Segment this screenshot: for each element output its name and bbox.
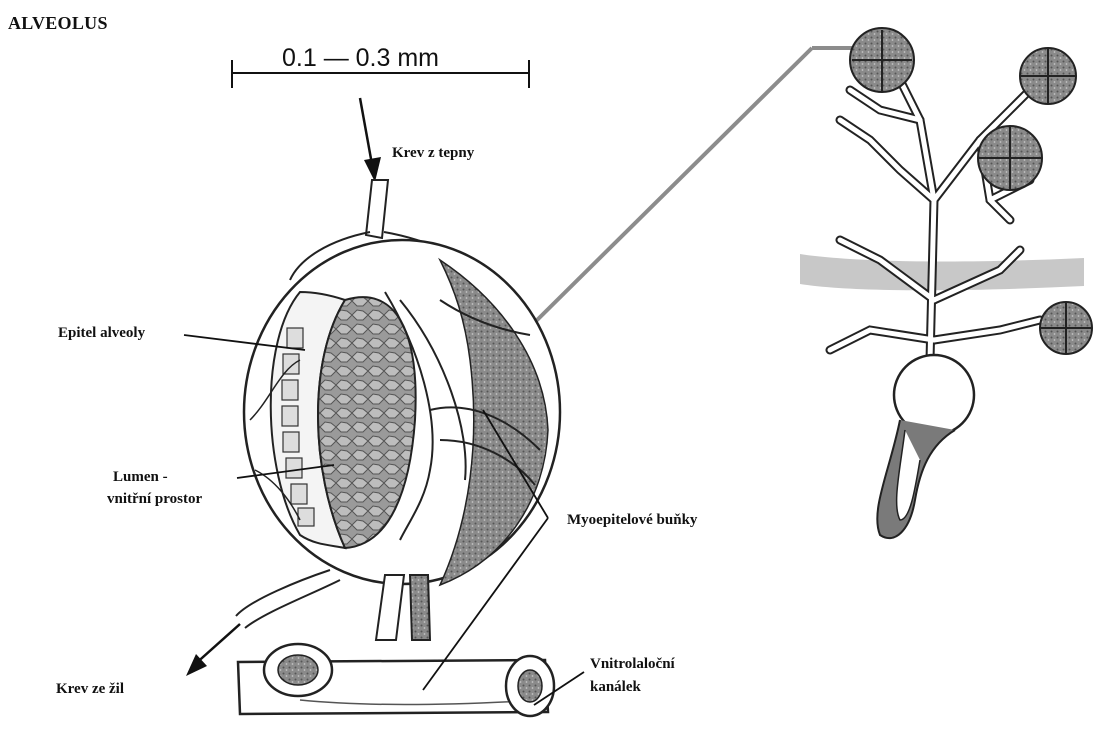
alveolus-sphere — [236, 180, 560, 640]
venous-outflow-arrow — [186, 624, 240, 676]
label-lumen-line2: vnitřní prostor — [107, 490, 202, 509]
label-lumen-line1: Lumen - — [113, 468, 168, 487]
lobule-inset — [800, 28, 1092, 538]
label-myoepithelial: Myoepitelové buňky — [567, 511, 697, 530]
label-duct-line1: Vnitrolaloční — [590, 655, 675, 674]
diagram-title: ALVEOLUS — [8, 14, 108, 33]
label-blood-in: Krev z tepny — [392, 144, 474, 163]
inset-connector — [527, 48, 856, 330]
arterial-inflow-arrow — [360, 98, 381, 182]
label-epithelium: Epitel alveoly — [58, 324, 145, 343]
label-blood-out: Krev ze žil — [56, 680, 124, 699]
intralobular-duct — [238, 644, 554, 716]
scale-label: 0.1 — 0.3 mm — [282, 44, 439, 73]
label-duct-line2: kanálek — [590, 678, 641, 697]
